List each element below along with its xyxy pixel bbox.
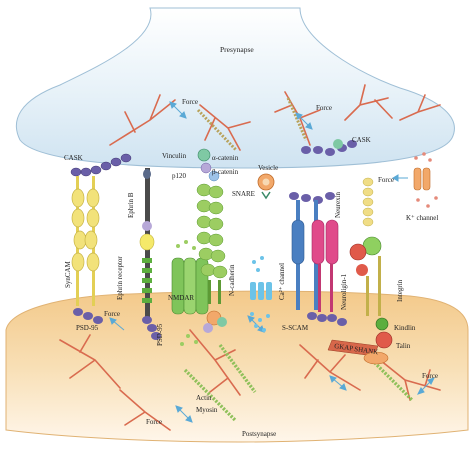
n-cadherin-label: N-cadherin [228, 264, 236, 296]
ephrin-b-label: Ephrin B [127, 192, 135, 218]
ncadherin-complex [196, 148, 228, 333]
actin-label: Actin [196, 394, 212, 402]
neurexin-label: Neurexin [334, 191, 342, 218]
force-label-bottom-right: Force [422, 372, 438, 380]
neuroligin-label: Neuroligin-1 [340, 273, 348, 310]
s-scam-chain [307, 312, 347, 326]
labels: Presynapse Postsynapse Force Force Force… [64, 45, 438, 438]
syncam-label: SynCAM [64, 260, 72, 288]
vesicle-snare [257, 173, 275, 200]
postsynaptic-actomyosin-bundles [183, 343, 414, 422]
ephrin-complex [139, 168, 161, 340]
presynapse-membrane [15, 7, 455, 169]
psd95-mid-chain [142, 316, 161, 340]
integrin-complex [349, 177, 393, 365]
ca-channel [250, 256, 272, 332]
psd95-mid-label: PSD-95 [156, 323, 164, 346]
k-channel-label: K⁺ channel [406, 214, 438, 222]
presynaptic-actin-bundles [196, 97, 308, 152]
syncam-complex [70, 153, 132, 324]
presynapse-label: Presynapse [220, 45, 254, 54]
beta-catenin-label: β-catenin [212, 168, 239, 176]
force-label-top-mid: Force [316, 104, 332, 112]
p120-label: p120 [172, 172, 187, 180]
k-channel [413, 152, 438, 208]
shank-label: SHANK [354, 345, 379, 356]
force-label-left-mid: Force [104, 310, 120, 318]
ephrin-receptor-label: Ephrin receptor [116, 256, 124, 300]
syncam-domains [71, 188, 100, 272]
snare-label: SNARE [232, 190, 255, 198]
psd95-left-chain [73, 308, 103, 324]
gkap-label: GKAP [334, 342, 354, 353]
s-scam-label: S-SCAM [282, 324, 309, 332]
kindlin-label: Kindlin [394, 324, 416, 332]
force-label-right: Force [378, 176, 394, 184]
psd95-left-label: PSD-95 [76, 324, 99, 332]
cask-left-chain [70, 153, 132, 177]
force-label-top-left: Force [182, 98, 198, 106]
talin-label: Talin [396, 342, 411, 350]
vinculin-label: Vinculin [162, 152, 187, 160]
nmdar-label: NMDAR [168, 294, 194, 302]
force-arrows [109, 101, 435, 423]
alpha-catenin-label: α-catenin [212, 154, 239, 162]
neurexin-neuroligin-complex [289, 139, 379, 357]
cask-right-label: CASK [352, 136, 371, 144]
vesicle-label: Vesicle [258, 164, 278, 172]
myosin-label: Myosin [196, 406, 218, 414]
force-label-bottom-left: Force [146, 418, 162, 426]
ca-channel-label: Ca²⁺ channel [278, 263, 286, 300]
postsynapse-label: Postsynapse [242, 430, 276, 438]
integrin-label: Integrin [396, 279, 404, 302]
cask-left-label: CASK [64, 154, 83, 162]
postsynapse-membrane [5, 290, 469, 443]
presynaptic-actin-filaments [109, 84, 441, 151]
